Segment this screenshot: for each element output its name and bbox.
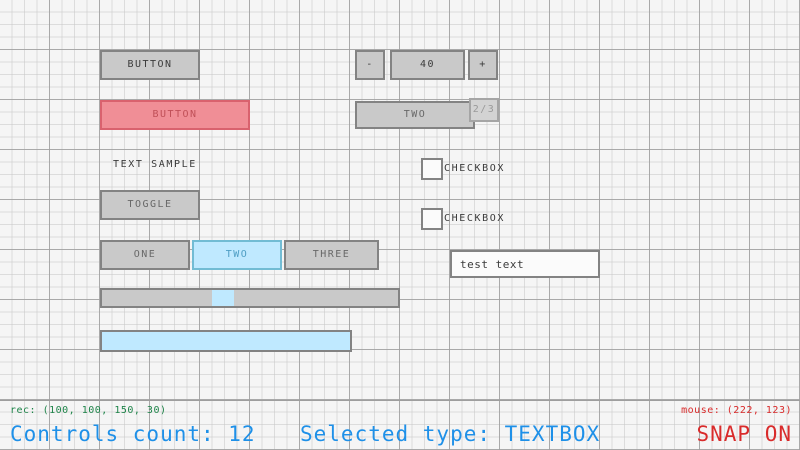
status-rec: rec: (100, 100, 150, 30) bbox=[10, 405, 167, 416]
checkbox-one-label: CHECKBOX bbox=[444, 163, 505, 174]
spinner-decrement-button[interactable]: - bbox=[355, 50, 385, 80]
button-default-label: BUTTON bbox=[127, 59, 173, 70]
dropdown-value: TWO bbox=[403, 109, 427, 120]
slider-handle[interactable] bbox=[212, 290, 234, 306]
status-snap: SNAP ON bbox=[696, 422, 792, 446]
spinner-value[interactable]: 40 bbox=[390, 50, 465, 80]
toggle-group-option-one[interactable]: ONE bbox=[100, 240, 190, 270]
dropdown-box[interactable]: TWO bbox=[355, 101, 475, 129]
toggle-group-option-two[interactable]: TWO bbox=[192, 240, 282, 270]
textbox-value: test text bbox=[460, 257, 525, 271]
checkbox-two-label: CHECKBOX bbox=[444, 213, 505, 224]
progress-bar bbox=[100, 330, 352, 352]
button-selected[interactable]: BUTTON bbox=[100, 100, 250, 130]
toggle-button-label: TOGGLE bbox=[127, 199, 173, 210]
toggle-group-option-three[interactable]: THREE bbox=[284, 240, 379, 270]
status-selected-type: Selected type: TEXTBOX bbox=[300, 422, 601, 446]
toggle-group-option-two-label: TWO bbox=[225, 249, 249, 260]
statusbar-divider bbox=[0, 400, 800, 401]
toggle-group-option-three-label: THREE bbox=[312, 249, 351, 260]
toggle-group-option-one-label: ONE bbox=[133, 249, 157, 260]
button-selected-label: BUTTON bbox=[152, 109, 198, 120]
spinner-decrement-label: - bbox=[366, 59, 374, 70]
spinner-increment-button[interactable]: + bbox=[468, 50, 498, 80]
checkbox-two[interactable] bbox=[421, 208, 443, 230]
dropdown-counter-label: 2/3 bbox=[472, 104, 496, 115]
status-mouse: mouse: (222, 123) bbox=[681, 405, 792, 416]
slider[interactable] bbox=[100, 288, 400, 308]
progress-bar-fill bbox=[102, 332, 350, 350]
textbox[interactable]: test text bbox=[450, 250, 600, 278]
text-sample-label: TEXT SAMPLE bbox=[113, 159, 197, 170]
spinner-value-text: 40 bbox=[419, 59, 436, 70]
status-controls-count: Controls count: 12 bbox=[10, 422, 256, 446]
spinner-increment-label: + bbox=[479, 59, 487, 70]
checkbox-one[interactable] bbox=[421, 158, 443, 180]
button-default[interactable]: BUTTON bbox=[100, 50, 200, 80]
dropdown-counter-badge: 2/3 bbox=[469, 98, 499, 122]
toggle-button[interactable]: TOGGLE bbox=[100, 190, 200, 220]
